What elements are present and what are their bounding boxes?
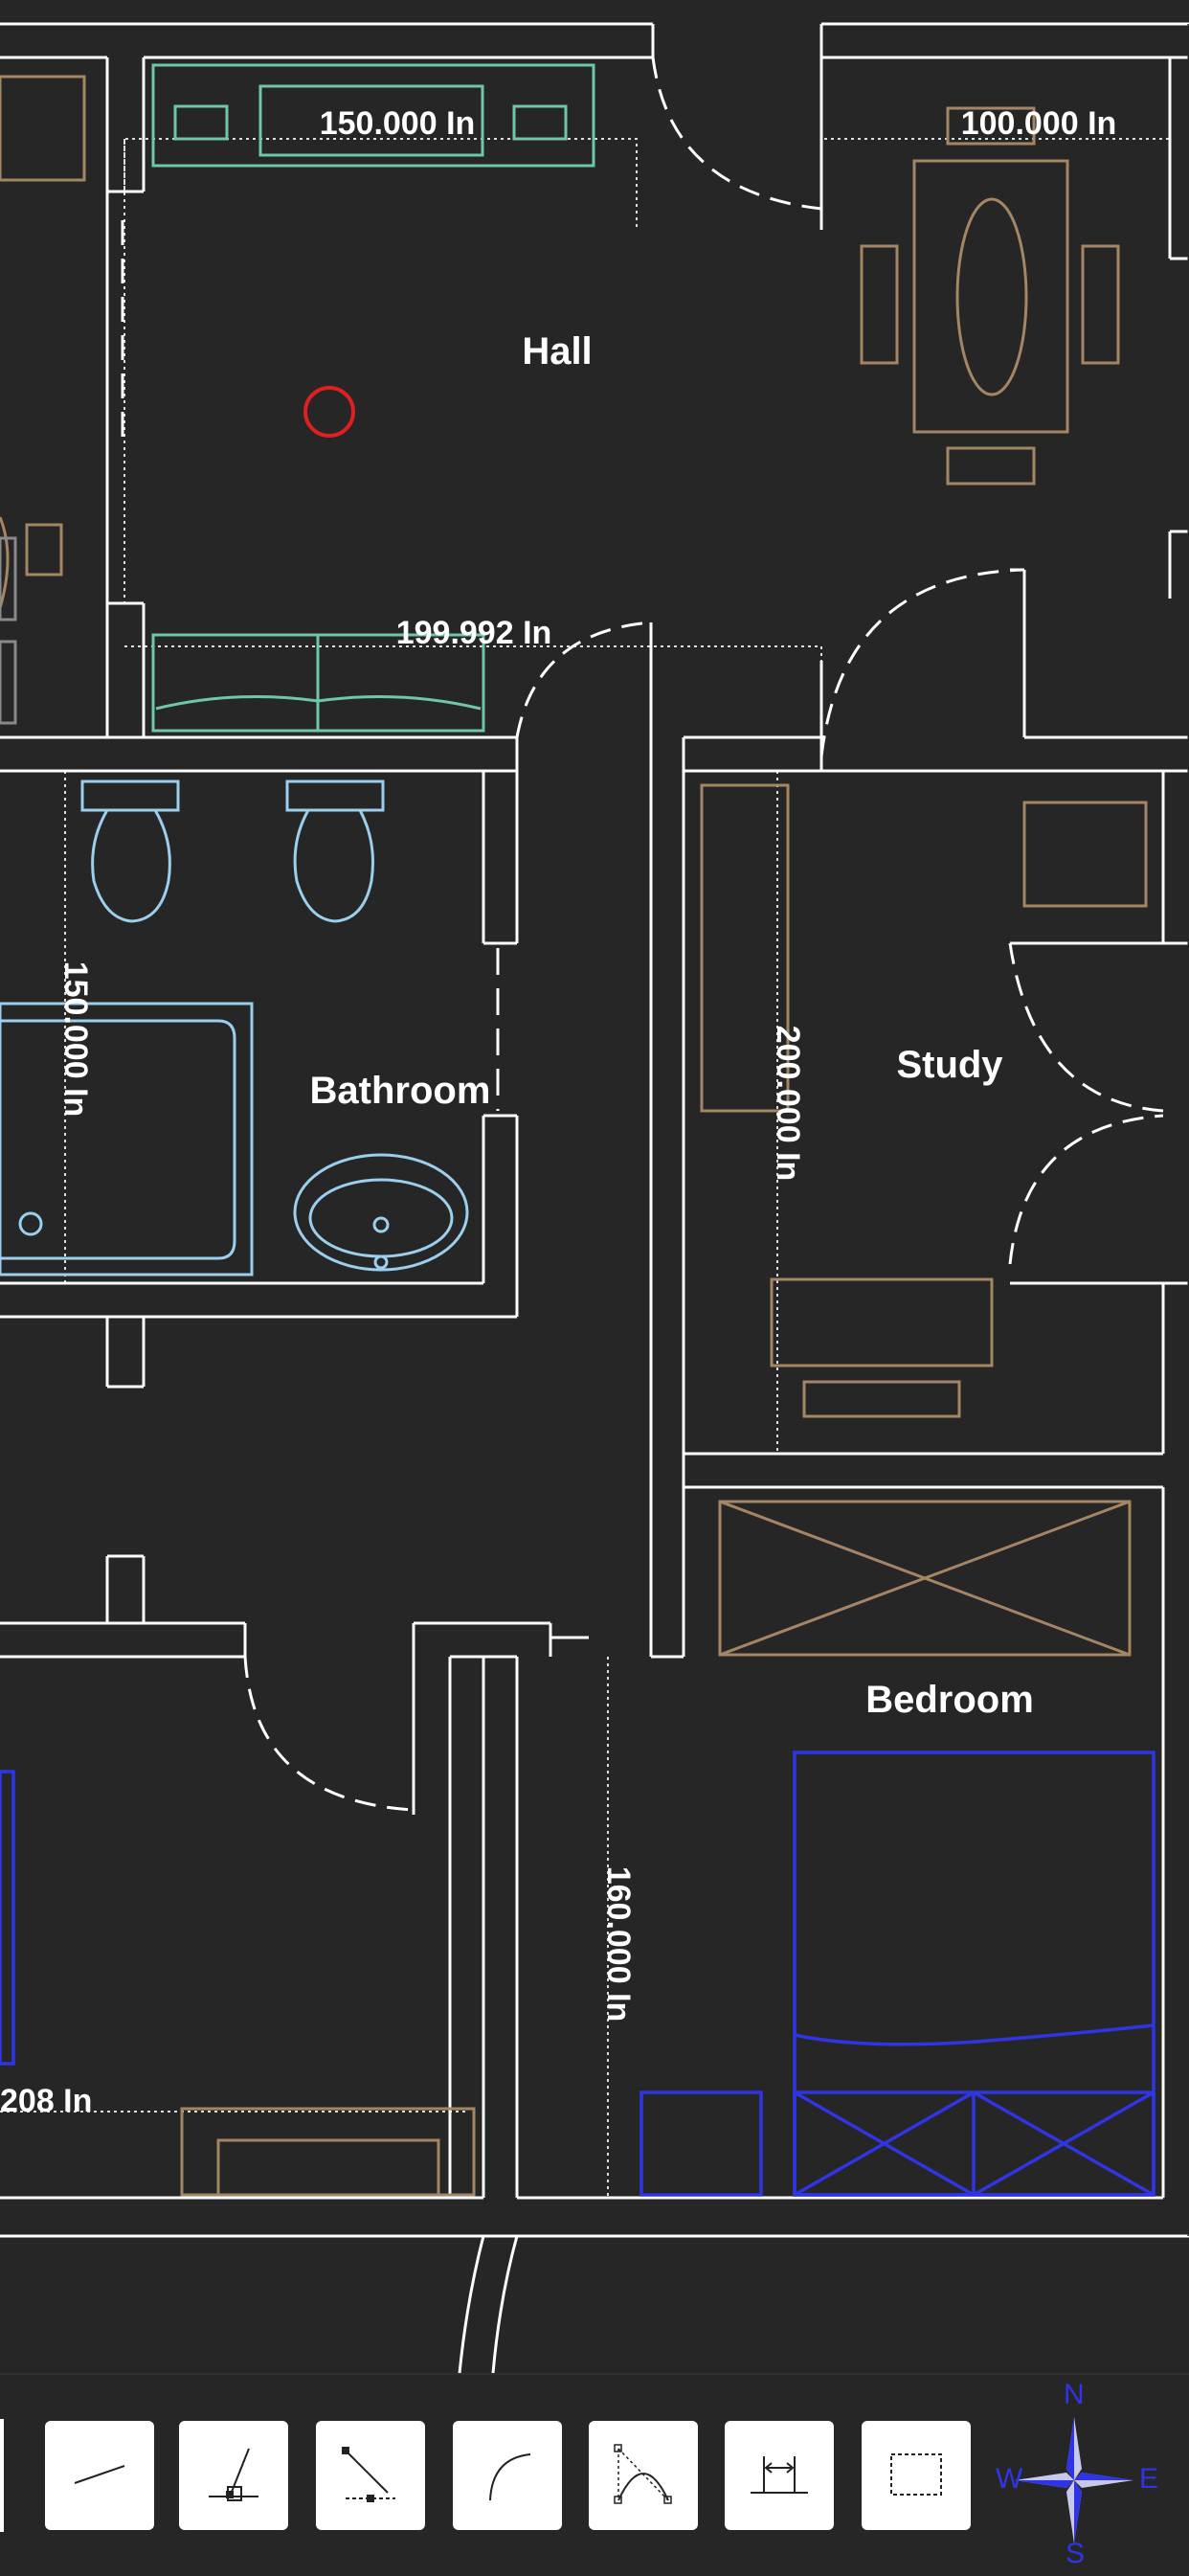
toolbar-scroll-edge bbox=[0, 2419, 4, 2532]
compass-star-icon bbox=[1015, 2417, 1133, 2543]
floor-plan[interactable]: Hall Bathroom Study Bedroom 150.000 In 1… bbox=[0, 0, 1189, 2373]
perpendicular-icon bbox=[209, 2448, 258, 2501]
room-label-bathroom: Bathroom bbox=[310, 1070, 491, 1112]
nightstand[interactable] bbox=[639, 2090, 763, 2197]
study-cabinet[interactable] bbox=[1022, 801, 1148, 908]
angle-tool[interactable] bbox=[316, 2421, 425, 2530]
arc-icon bbox=[489, 2453, 531, 2501]
rectangle-select-tool[interactable] bbox=[862, 2421, 971, 2530]
toilet-right[interactable] bbox=[285, 780, 385, 923]
rectangle-select-icon bbox=[890, 2453, 942, 2496]
compass-west-label: W bbox=[996, 2463, 1023, 2495]
study-bookshelf[interactable] bbox=[700, 783, 790, 1113]
arc-tool[interactable] bbox=[453, 2421, 562, 2530]
compass-rose: N S W E bbox=[996, 2379, 1187, 2569]
door-swings bbox=[243, 56, 1164, 1812]
walls bbox=[0, 22, 1189, 2373]
room-label-bedroom: Bedroom bbox=[865, 1679, 1034, 1721]
compass-south-label: S bbox=[1066, 2538, 1086, 2569]
hall-couch[interactable] bbox=[151, 633, 485, 733]
drawing-toolbar: N S W E bbox=[0, 2373, 1189, 2576]
line-tool[interactable] bbox=[45, 2421, 154, 2530]
room-label-study: Study bbox=[896, 1044, 1003, 1086]
left-room-furniture-top bbox=[0, 75, 86, 725]
bathroom-sink[interactable] bbox=[293, 1153, 469, 1272]
dimension-guides bbox=[0, 138, 1170, 2198]
dimension-icon bbox=[751, 2456, 808, 2494]
room-label-hall: Hall bbox=[522, 330, 592, 373]
compass-east-label: E bbox=[1139, 2463, 1159, 2495]
dimension-label-bedroom: 160.000 In bbox=[600, 1866, 637, 2022]
compass-north-label: N bbox=[1064, 2379, 1085, 2410]
dimension-label-couch: 199.992 In bbox=[396, 615, 552, 651]
bed[interactable] bbox=[793, 1751, 1155, 2197]
dimension-tool[interactable] bbox=[725, 2421, 834, 2530]
dimension-label-study: 200.000 In bbox=[770, 1026, 806, 1182]
curve-tool[interactable] bbox=[589, 2421, 698, 2530]
line-icon bbox=[74, 2465, 125, 2484]
toilet-left[interactable] bbox=[80, 780, 180, 923]
floor-plan-canvas[interactable]: Hall Bathroom Study Bedroom 150.000 In 1… bbox=[0, 0, 1189, 2373]
angle-icon bbox=[342, 2447, 395, 2502]
wardrobe[interactable] bbox=[718, 1500, 1132, 1657]
hall-sofa[interactable] bbox=[151, 63, 595, 168]
study-desk[interactable] bbox=[770, 1277, 994, 1418]
left-room-furniture-bottom bbox=[0, 1770, 476, 2197]
dimension-label-left-room: 208 In bbox=[0, 2083, 92, 2119]
dimension-label-bathtub: 150.000 In bbox=[57, 961, 94, 1118]
dimension-label-table: 100.000 In bbox=[961, 105, 1117, 142]
dimension-label-sofa: 150.000 In bbox=[320, 105, 476, 142]
perpendicular-tool[interactable] bbox=[179, 2421, 288, 2530]
bezier-curve-icon bbox=[614, 2444, 672, 2504]
bathtub[interactable] bbox=[0, 1002, 254, 1277]
location-marker[interactable] bbox=[303, 386, 355, 438]
dining-table[interactable] bbox=[860, 106, 1120, 486]
